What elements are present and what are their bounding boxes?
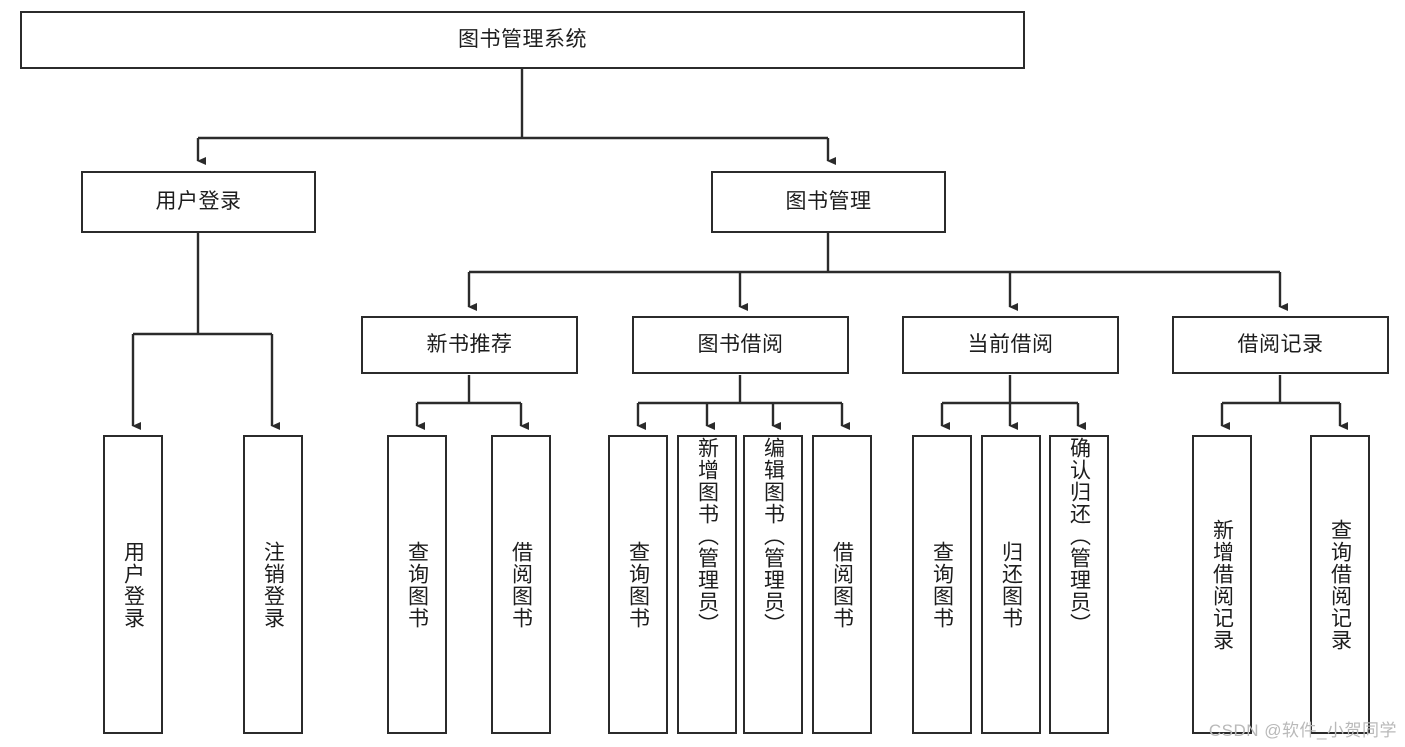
node-label: 借阅记录 — [1237, 332, 1324, 356]
leaf-node-add-borrow-record[interactable]: 新增借阅记录 — [1192, 435, 1252, 734]
leaf-node-borrow-book[interactable]: 借阅图书 — [812, 435, 872, 734]
leaf-node-confirm-return[interactable]: 确认归还（管理员） — [1049, 435, 1109, 734]
node-label: 新书推荐 — [426, 332, 513, 356]
leaf-node-borrow-book-recommend[interactable]: 借阅图书 — [491, 435, 551, 734]
node-label: 注销登录 — [261, 540, 285, 629]
node-current-borrow[interactable]: 当前借阅 — [902, 316, 1119, 374]
leaf-node-query-book-recommend[interactable]: 查询图书 — [387, 435, 447, 734]
node-label: 查询图书 — [930, 540, 954, 629]
leaf-node-query-borrow-record[interactable]: 查询借阅记录 — [1310, 435, 1370, 734]
node-label: 查询借阅记录 — [1328, 518, 1352, 651]
leaf-node-query-book-current[interactable]: 查询图书 — [912, 435, 972, 734]
csdn-watermark: CSDN @软件_小贺同学 — [1208, 721, 1397, 740]
leaf-node-add-book[interactable]: 新增图书（管理员） — [677, 435, 737, 734]
leaf-node-return-book[interactable]: 归还图书 — [981, 435, 1041, 734]
node-book-borrow[interactable]: 图书借阅 — [632, 316, 849, 374]
node-label: 新增借阅记录 — [1210, 518, 1234, 651]
node-book-management[interactable]: 图书管理 — [711, 171, 946, 233]
node-label: 确认归还（管理员） — [1067, 437, 1091, 635]
leaf-node-user-login[interactable]: 用户登录 — [103, 435, 163, 734]
node-borrow-record[interactable]: 借阅记录 — [1172, 316, 1389, 374]
node-label: 图书借阅 — [697, 332, 784, 356]
node-new-book-recommend[interactable]: 新书推荐 — [361, 316, 578, 374]
node-user-login[interactable]: 用户登录 — [81, 171, 316, 233]
node-label: 图书管理系统 — [458, 27, 587, 51]
node-label: 新增图书（管理员） — [695, 437, 719, 635]
node-label: 查询图书 — [626, 540, 650, 629]
node-label: 用户登录 — [155, 189, 242, 213]
node-label: 借阅图书 — [830, 540, 854, 629]
leaf-node-logout-login[interactable]: 注销登录 — [243, 435, 303, 734]
node-root-system[interactable]: 图书管理系统 — [20, 11, 1025, 69]
leaf-node-query-book-borrow[interactable]: 查询图书 — [608, 435, 668, 734]
node-label: 图书管理 — [785, 189, 872, 213]
node-label: 当前借阅 — [967, 332, 1054, 356]
node-label: 查询图书 — [405, 540, 429, 629]
leaf-node-edit-book[interactable]: 编辑图书（管理员） — [743, 435, 803, 734]
node-label: 归还图书 — [999, 540, 1023, 629]
node-label: 借阅图书 — [509, 540, 533, 629]
node-label: 用户登录 — [121, 540, 145, 629]
node-label: 编辑图书（管理员） — [761, 437, 785, 635]
